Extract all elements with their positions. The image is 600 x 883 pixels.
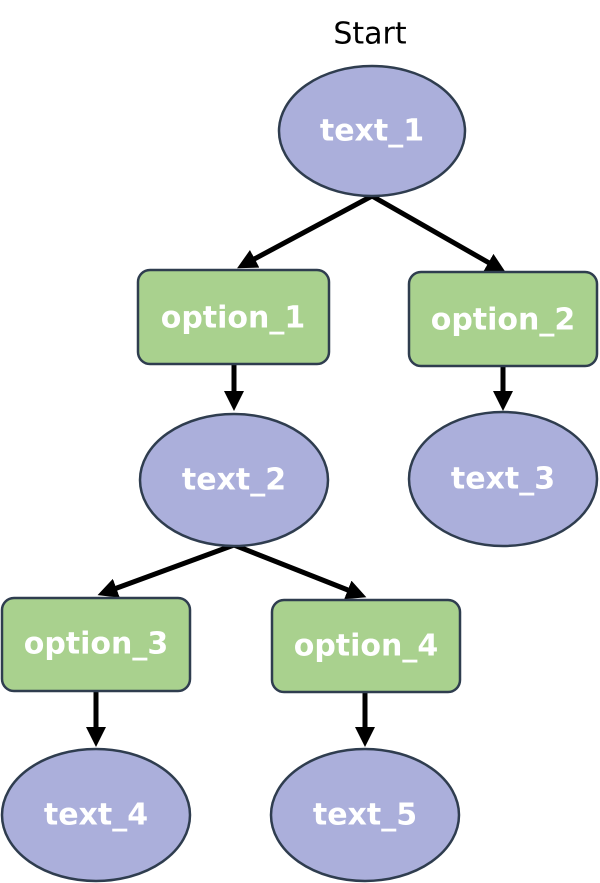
text-2-node: text_2 — [138, 412, 330, 548]
text-1-label: text_1 — [320, 114, 424, 149]
option-4-label: option_4 — [294, 629, 439, 664]
edge-text-1-to-option-2 — [370, 193, 506, 273]
option-1-label: option_1 — [161, 301, 306, 336]
text-2-label: text_2 — [182, 463, 286, 498]
text-4-label: text_4 — [44, 798, 148, 833]
text-4-ellipse — [0, 747, 192, 883]
text-2-ellipse — [138, 412, 330, 548]
text-5-node: text_5 — [269, 747, 461, 883]
option-3-node: option_3 — [0, 596, 192, 693]
edge-text-2-to-option-4 — [233, 542, 367, 600]
option-2-node: option_2 — [407, 270, 599, 368]
edge-text-1-to-option-1 — [237, 193, 374, 269]
text-1-ellipse — [277, 64, 467, 198]
text-5-label: text_5 — [313, 798, 417, 833]
option-1-box — [136, 268, 331, 366]
text-3-ellipse — [407, 410, 599, 548]
text-4-node: text_4 — [0, 747, 192, 883]
text-3-node: text_3 — [407, 410, 599, 548]
text-3-label: text_3 — [451, 462, 555, 497]
edge-text-2-to-option-3 — [97, 542, 235, 598]
option-3-label: option_3 — [24, 627, 169, 662]
text-1-node: text_1 — [277, 64, 467, 198]
option-3-box — [0, 596, 192, 693]
option-4-node: option_4 — [270, 598, 462, 694]
option-2-box — [407, 270, 599, 368]
option-2-label: option_2 — [431, 303, 576, 338]
start-label: Start — [333, 17, 407, 52]
option-1-node: option_1 — [136, 268, 331, 366]
option-4-box — [270, 598, 462, 694]
text-5-ellipse — [269, 747, 461, 883]
